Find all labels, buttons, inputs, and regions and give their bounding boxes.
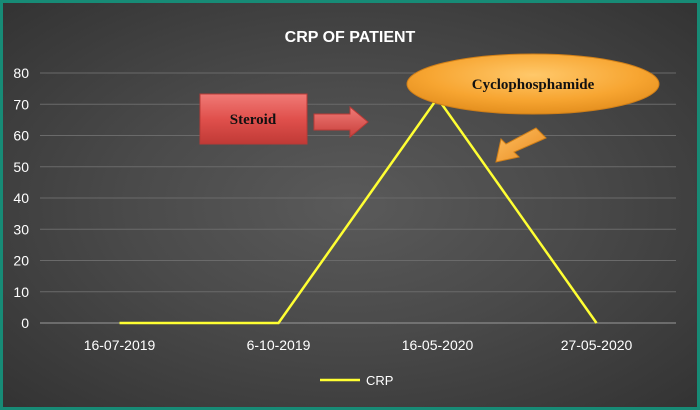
legend-label: CRP	[366, 373, 393, 388]
chart-title: CRP OF PATIENT	[285, 29, 416, 46]
y-tick-label: 80	[13, 65, 29, 81]
y-tick-label: 60	[13, 128, 29, 144]
y-tick-label: 40	[13, 190, 29, 206]
y-tick-label: 20	[13, 253, 29, 269]
y-tick-label: 70	[13, 96, 29, 112]
x-tick-label: 6-10-2019	[247, 337, 311, 353]
x-tick-label: 16-05-2020	[402, 337, 474, 353]
y-tick-label: 30	[13, 221, 29, 237]
y-tick-label: 50	[13, 159, 29, 175]
y-axis: 0 10 20 30 40 50 60 70 80	[13, 65, 676, 331]
legend: CRP	[320, 373, 393, 388]
y-tick-label: 10	[13, 284, 29, 300]
steroid-label: Steroid	[230, 112, 277, 128]
cyclophosphamide-annotation: Cyclophosphamide	[406, 53, 660, 163]
steroid-arrow-icon	[313, 105, 369, 139]
steroid-box	[199, 93, 308, 145]
cyclophosphamide-label: Cyclophosphamide	[472, 77, 595, 93]
x-axis: 16-07-2019 6-10-2019 16-05-2020 27-05-2020	[84, 337, 633, 353]
series-line-crp	[119, 95, 598, 325]
cyclophosphamide-ellipse	[406, 53, 660, 115]
y-tick-label: 0	[21, 315, 29, 331]
cyclophosphamide-arrow-icon	[495, 127, 547, 163]
x-tick-label: 27-05-2020	[561, 337, 633, 353]
series-layer	[119, 95, 598, 325]
steroid-annotation: Steroid	[199, 93, 369, 145]
x-tick-label: 16-07-2019	[84, 337, 156, 353]
